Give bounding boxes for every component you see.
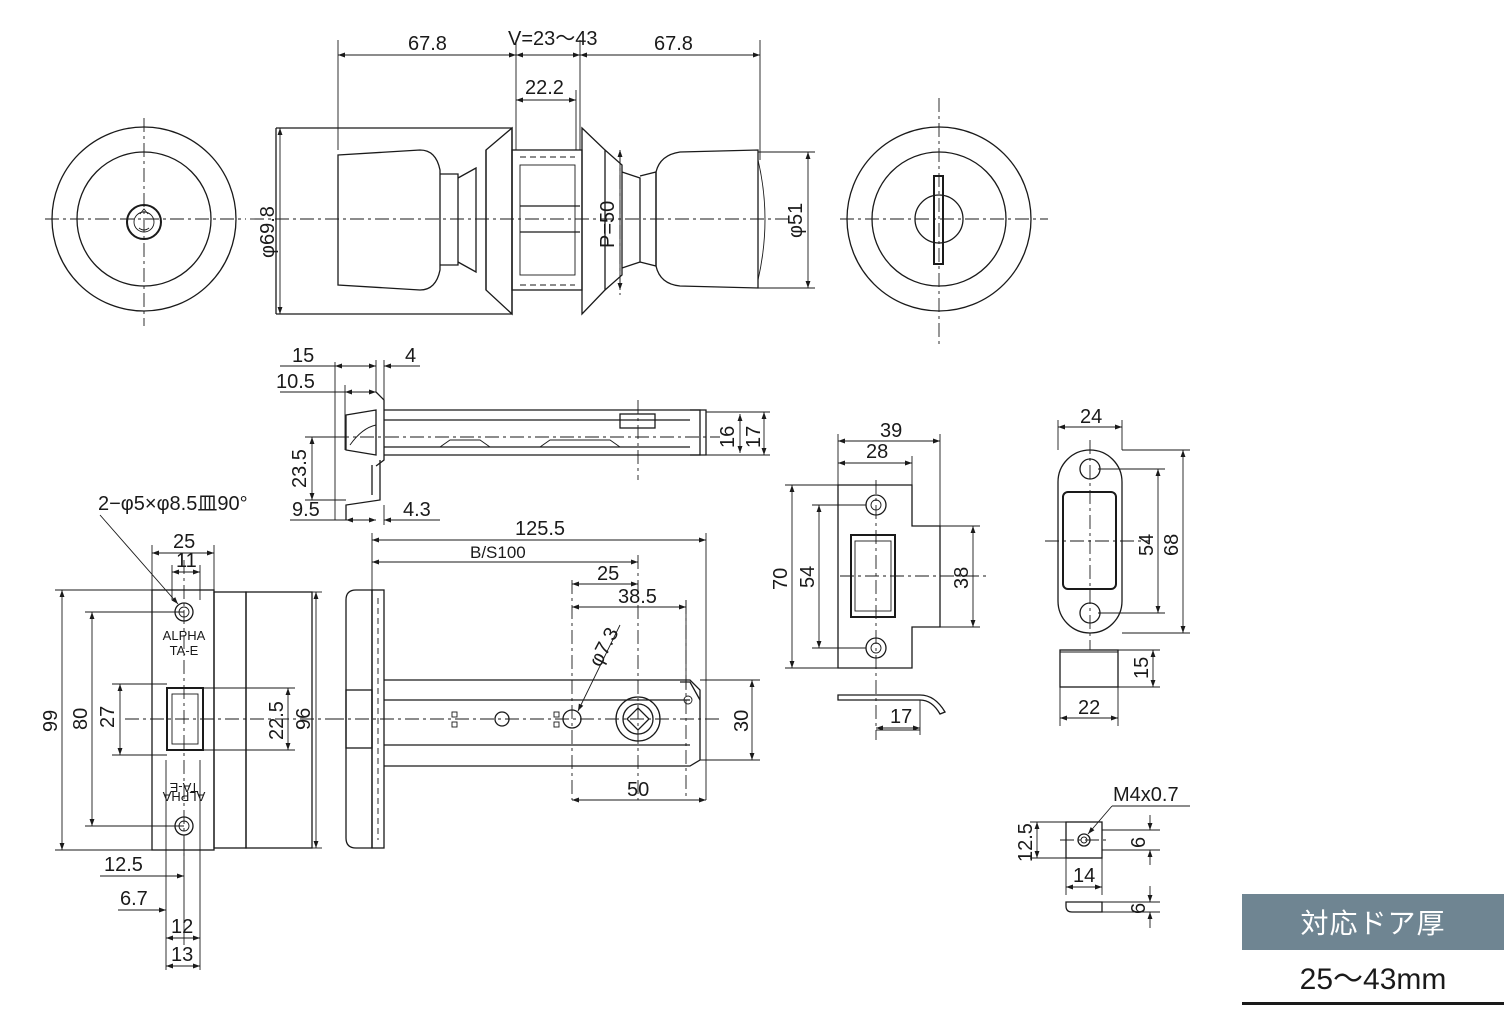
dim-box-15: 15 xyxy=(1131,657,1153,679)
dim-side-50: 50 xyxy=(627,779,649,801)
dim-box-54: 54 xyxy=(1136,534,1158,556)
strike-box: 24 54 68 15 22 xyxy=(1045,406,1190,726)
dim-side-125-5: 125.5 xyxy=(515,518,565,540)
door-thickness-heading: 対応ドア厚 xyxy=(1242,894,1504,950)
dim-face-12: 12 xyxy=(171,916,193,938)
stamp-model: TA-E xyxy=(170,643,199,658)
dim-latch-16: 16 xyxy=(717,426,739,448)
strike-plate: 39 28 70 54 38 17 xyxy=(770,420,990,740)
dim-face-11: 11 xyxy=(176,550,197,572)
thread-spec: M4x0.7 xyxy=(1113,784,1179,806)
dim-latch-4: 4 xyxy=(405,345,416,367)
dim-projection-left: 67.8 xyxy=(408,33,447,55)
dim-face-99: 99 xyxy=(40,710,62,732)
door-thickness-value: 25〜43mm xyxy=(1242,950,1504,1005)
dim-strike-17: 17 xyxy=(890,706,912,728)
dim-face-12-5: 12.5 xyxy=(104,854,143,876)
dim-side-38-5: 38.5 xyxy=(618,586,657,608)
dim-face-80: 80 xyxy=(70,708,92,730)
dim-box-22: 22 xyxy=(1078,697,1100,719)
dim-knob-diameter: φ51 xyxy=(785,203,807,238)
dim-door-range: V=23〜43 xyxy=(508,28,598,50)
dim-face-22-5: 22.5 xyxy=(266,701,288,740)
dim-latch-17: 17 xyxy=(743,426,765,448)
dim-side-30: 30 xyxy=(731,710,753,732)
dim-screw-6a: 6 xyxy=(1128,837,1150,848)
screw-hole-note: 2−φ5×φ8.5皿90° xyxy=(98,493,248,515)
dim-side-hole: φ7.3 xyxy=(585,624,624,670)
screw-detail: M4x0.7 12.5 6 14 6 xyxy=(1015,784,1190,928)
dim-latch-15: 15 xyxy=(292,345,314,367)
dim-side-25: 25 xyxy=(597,563,619,585)
dim-face-96: 96 xyxy=(293,708,315,730)
knob-front-view xyxy=(45,118,246,326)
dim-screw-12-5: 12.5 xyxy=(1015,823,1037,862)
dim-box-68: 68 xyxy=(1161,534,1183,556)
latch-side-view: 125.5 B/S100 25 38.5 φ7.3 30 50 xyxy=(330,518,760,849)
dim-strike-70: 70 xyxy=(770,568,792,590)
dim-latch-23-5: 23.5 xyxy=(289,449,311,488)
latch-top-view: 15 4 10.5 23.5 9.5 4.3 16 17 xyxy=(276,345,770,525)
dim-latch-4-3: 4.3 xyxy=(403,499,431,521)
dim-strike-39: 39 xyxy=(880,420,902,442)
dim-strike-54: 54 xyxy=(797,566,819,588)
faceplate: ALPHA TA-E ALPHA TA-E 25 11 2−φ5×φ8.5皿90… xyxy=(40,493,330,970)
dim-screw-6b: 6 xyxy=(1128,903,1150,914)
dim-projection-right: 67.8 xyxy=(654,33,693,55)
dim-pitch: P=50 xyxy=(597,201,619,248)
dim-face-13: 13 xyxy=(171,944,193,966)
dim-face-6-7: 6.7 xyxy=(120,888,148,910)
dim-latch-10-5: 10.5 xyxy=(276,371,315,393)
knob-back-view xyxy=(840,98,1048,345)
dim-latch-9-5: 9.5 xyxy=(292,499,320,521)
door-thickness-box: 対応ドア厚 25〜43mm xyxy=(1242,894,1504,1006)
dim-strike-38: 38 xyxy=(951,567,973,589)
knob-side-view: 67.8 V=23〜43 67.8 22.2 φ69.8 φ51 P=50 xyxy=(250,28,815,316)
dim-strike-28: 28 xyxy=(866,441,888,463)
dim-box-24: 24 xyxy=(1080,406,1102,428)
dim-screw-14: 14 xyxy=(1073,865,1095,887)
dim-face-27: 27 xyxy=(97,706,119,728)
dim-spindle-width: 22.2 xyxy=(525,77,564,99)
dim-rose-diameter: φ69.8 xyxy=(257,206,279,258)
dim-backset: B/S100 xyxy=(470,543,526,562)
dim-face-25: 25 xyxy=(173,531,195,553)
